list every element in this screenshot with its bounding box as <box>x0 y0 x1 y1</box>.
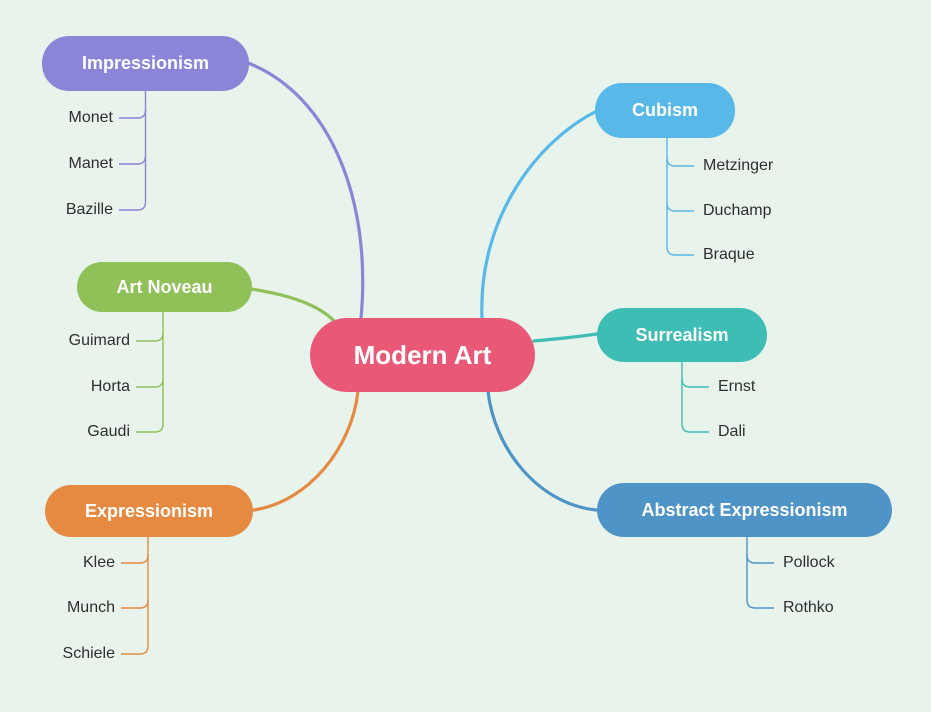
artist-node-dali[interactable]: Dali <box>718 423 746 440</box>
artist-node-schiele[interactable]: Schiele <box>62 645 115 662</box>
artist-node-klee[interactable]: Klee <box>82 554 115 571</box>
branches-cubism <box>666 138 694 256</box>
topic-node-art-noveau[interactable]: Art Noveau <box>77 262 252 312</box>
artist-node-duchamp[interactable]: Duchamp <box>703 202 772 219</box>
link-expressionism <box>252 389 360 512</box>
link-impressionism <box>246 61 365 320</box>
topic-label-impressionism: Impressionism <box>81 53 210 73</box>
branches-impressionism <box>119 91 147 211</box>
artist-node-rothko[interactable]: Rothko <box>783 599 834 616</box>
artist-node-gaudi[interactable]: Gaudi <box>87 423 130 440</box>
topic-label-abstract-expressionism: Abstract Expressionism <box>641 499 848 520</box>
central-topic-label: Modern Art <box>353 339 492 370</box>
artist-node-manet[interactable]: Manet <box>68 155 113 172</box>
artist-node-metzinger[interactable]: Metzinger <box>703 157 774 174</box>
topic-label-cubism: Cubism <box>631 100 698 120</box>
link-surrealism <box>532 332 599 343</box>
artist-node-braque[interactable]: Braque <box>703 246 755 263</box>
branches-expressionism <box>121 537 149 655</box>
topic-node-impressionism[interactable]: Impressionism <box>42 36 249 91</box>
artist-node-munch[interactable]: Munch <box>66 599 115 616</box>
artist-node-guimard[interactable]: Guimard <box>68 332 130 349</box>
topic-label-surrealism: Surrealism <box>635 324 729 345</box>
topic-node-abstract-expressionism[interactable]: Abstract Expressionism <box>597 483 892 537</box>
artist-node-horta[interactable]: Horta <box>90 378 130 395</box>
branches-abstract-expressionism <box>746 537 774 609</box>
central-topic-modern-art[interactable]: Modern Art <box>310 318 535 392</box>
artist-node-ernst[interactable]: Ernst <box>718 378 756 395</box>
branches-surrealism <box>681 362 709 433</box>
artist-node-pollock[interactable]: Pollock <box>783 554 835 571</box>
link-abstract-expressionism <box>486 389 598 512</box>
topic-label-expressionism: Expressionism <box>84 500 214 521</box>
branches-art-noveau <box>136 312 164 433</box>
artist-node-bazille[interactable]: Bazille <box>65 201 113 218</box>
topic-label-art-noveau: Art Noveau <box>116 276 213 297</box>
artist-node-monet[interactable]: Monet <box>68 109 113 126</box>
link-cubism <box>480 110 597 320</box>
topic-node-surrealism[interactable]: Surrealism <box>597 308 767 362</box>
topic-node-cubism[interactable]: Cubism <box>595 83 735 138</box>
topic-node-expressionism[interactable]: Expressionism <box>45 485 253 537</box>
link-art-noveau <box>249 287 338 325</box>
